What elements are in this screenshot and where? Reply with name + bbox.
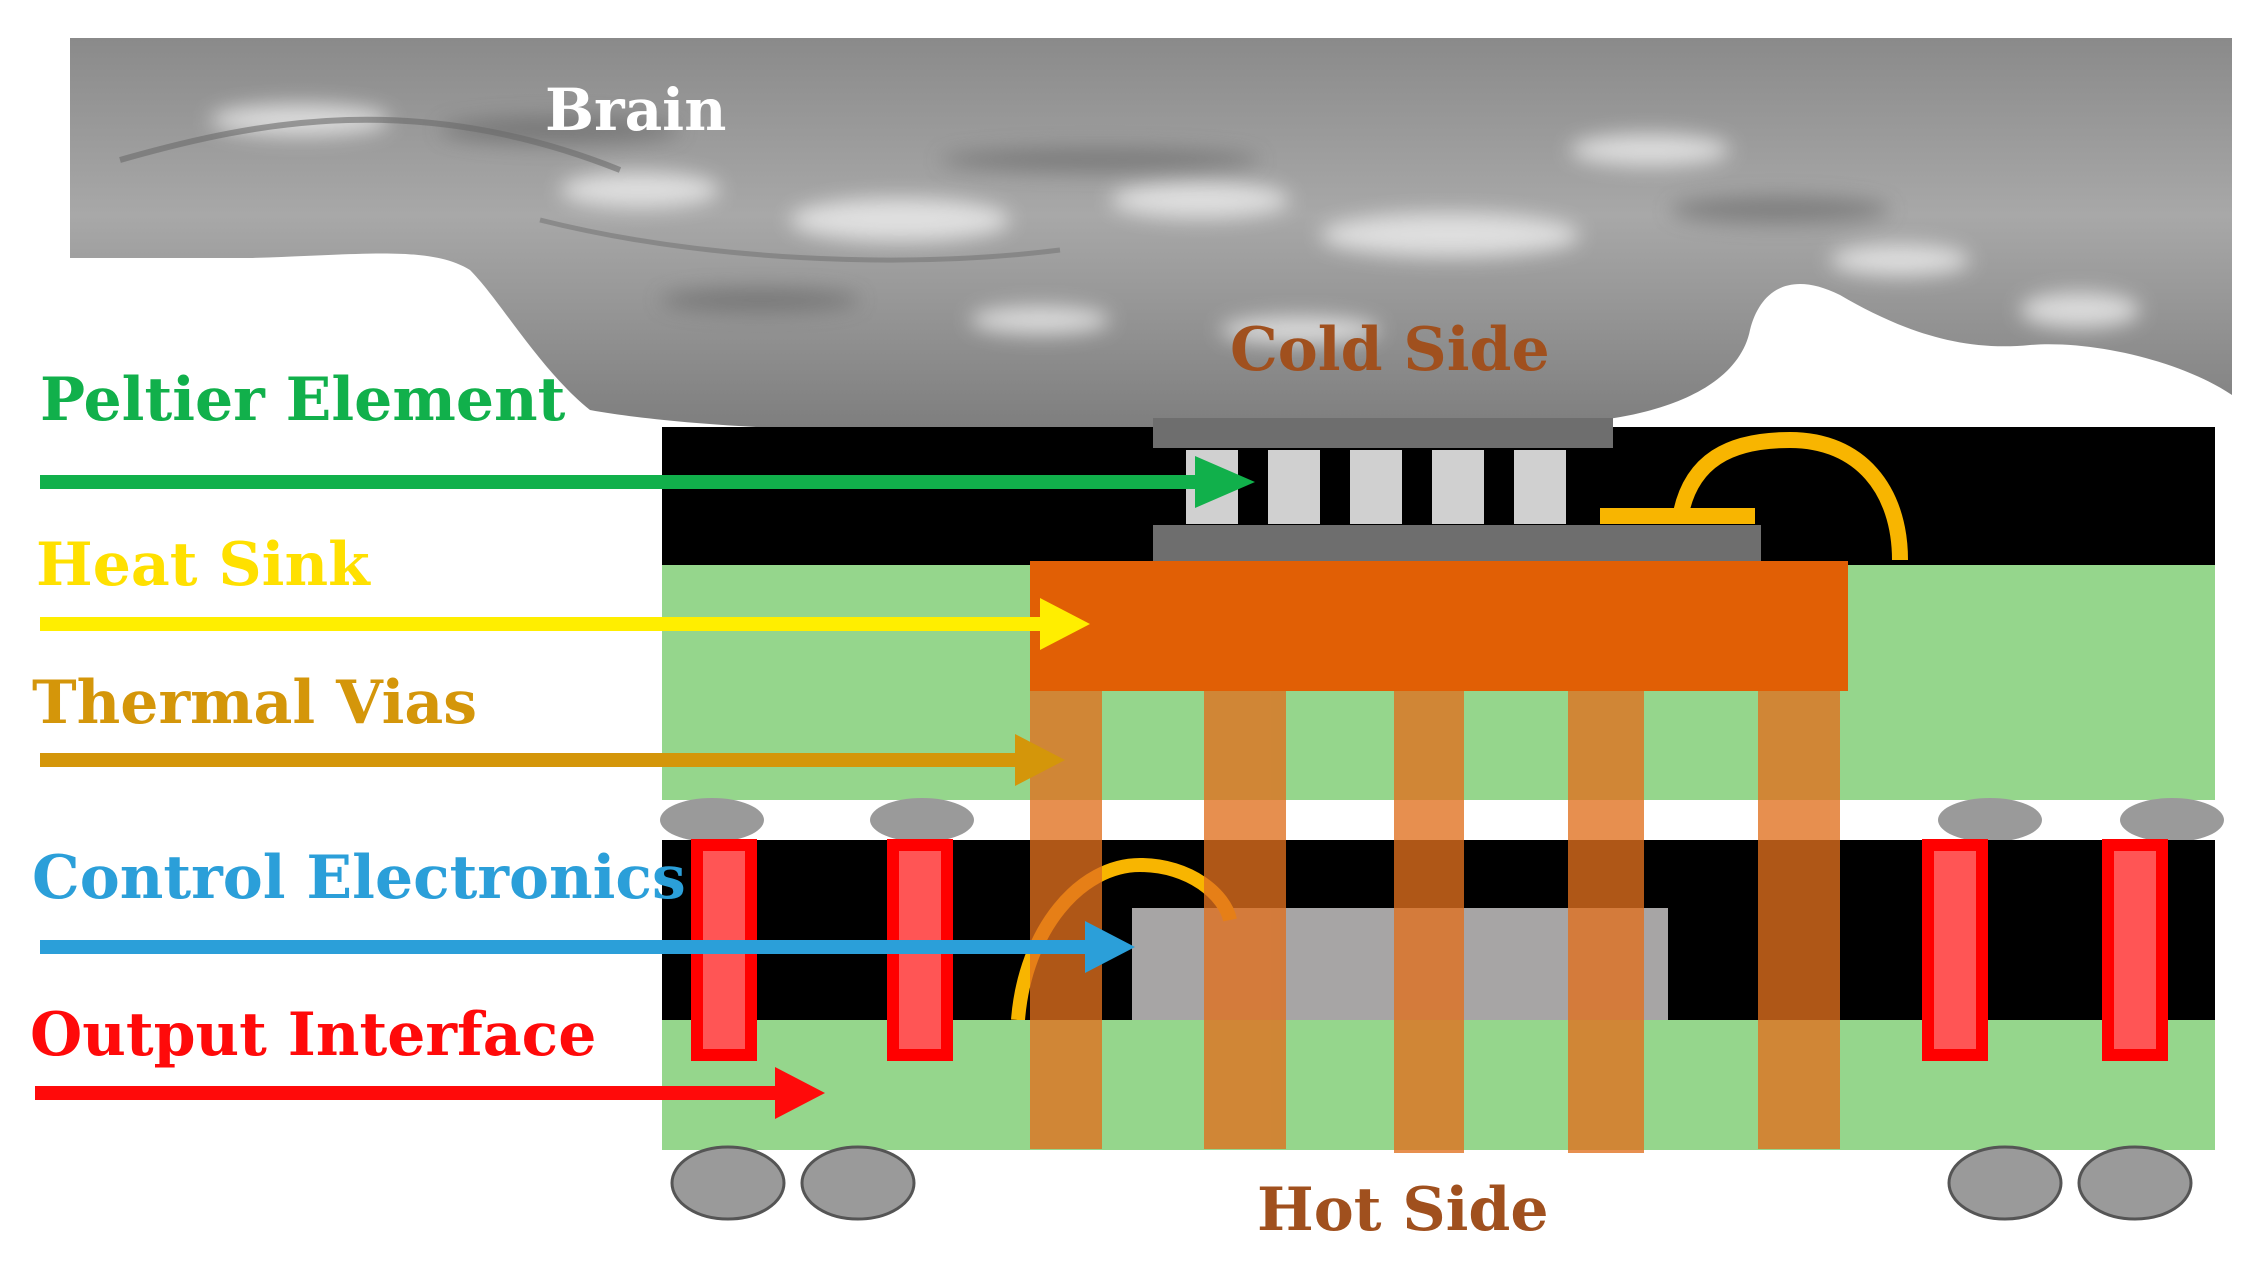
- control-electronics-label: Control Electronics: [32, 843, 686, 913]
- thermal-vias-arrow: [40, 734, 1065, 786]
- upper-bond-wire: [1600, 431, 1908, 561]
- hot-side-label: Hot Side: [1257, 1175, 1549, 1245]
- thermal-vias: [1030, 691, 1840, 1153]
- peltier-element: [1153, 418, 1761, 561]
- brain-label: Brain: [545, 76, 726, 144]
- peltier-label: Peltier Element: [40, 365, 566, 435]
- output-interface-arrow: [35, 1067, 825, 1119]
- heat-sink: [1030, 561, 1848, 691]
- heat-sink-arrow: [40, 598, 1090, 650]
- heat-sink-label: Heat Sink: [36, 530, 371, 600]
- output-interface-label: Output Interface: [30, 1000, 596, 1070]
- peltier-arrow: [40, 456, 1255, 508]
- solder-bumps-bottom: [670, 1145, 2193, 1221]
- cold-side-label: Cold Side: [1230, 315, 1550, 385]
- control-electronics-arrow: [40, 921, 1135, 973]
- solder-bumps-mid: [660, 798, 2224, 842]
- brain-tissue: [70, 38, 2232, 433]
- thermal-vias-label: Thermal Vias: [32, 668, 477, 738]
